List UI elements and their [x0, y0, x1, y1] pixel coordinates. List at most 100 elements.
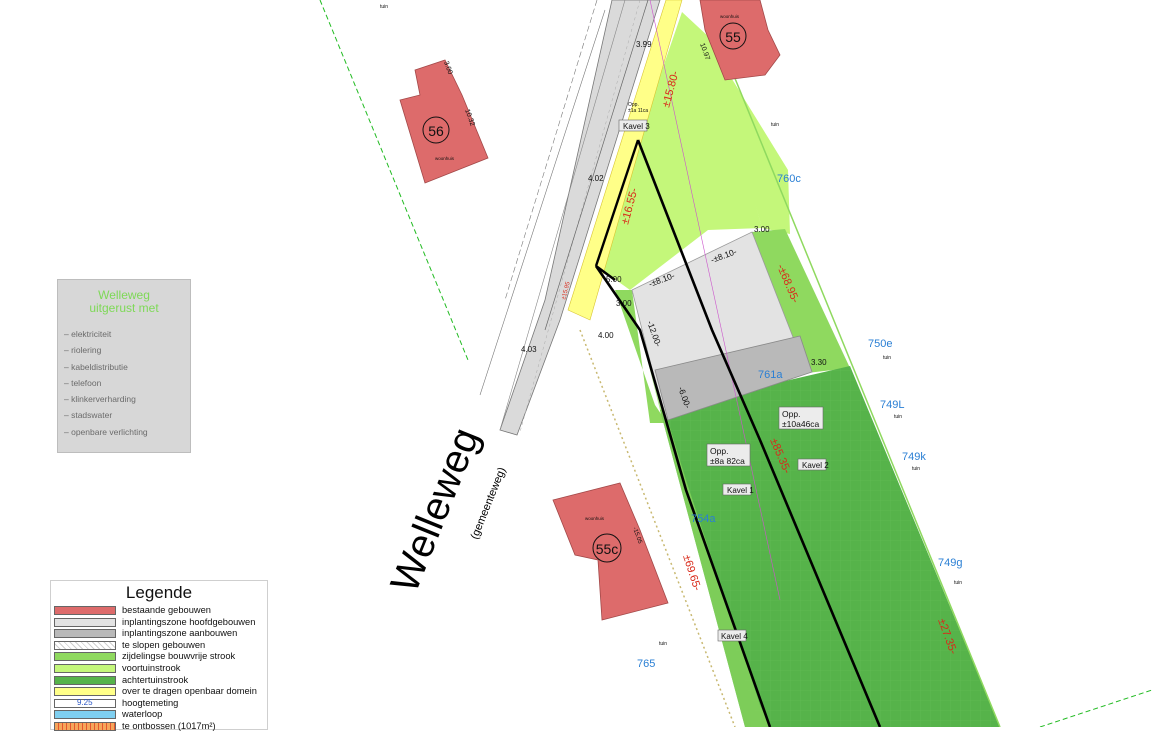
utility-item: – kabeldistributie — [64, 361, 128, 372]
utility-item: – riolering — [64, 345, 102, 356]
plot-boundary-left — [594, 264, 772, 727]
legend-swatch: 9.25 — [54, 697, 116, 708]
parcel-760c: 760c — [777, 173, 801, 185]
utility-item: – openbare verlichting — [64, 426, 148, 437]
kavel-1-label: Kavel 1 — [727, 486, 754, 495]
dimension-3-00-left: 3.00 — [616, 299, 632, 308]
utility-item: – klinkerverharding — [64, 394, 136, 405]
legend-swatch — [54, 721, 116, 731]
plot-boundary-middle — [636, 139, 882, 727]
building-type-label: woonhuis — [720, 14, 740, 19]
building-type-label: woonhuis — [435, 156, 455, 161]
legend-swatch — [54, 652, 116, 662]
legend-label: hoogtemeting — [122, 697, 179, 708]
garden-label: tuin — [894, 414, 902, 420]
area-label: Opp. — [628, 102, 639, 108]
dimension-4-02: 4.02 — [588, 174, 604, 183]
area-label: Opp. — [782, 409, 800, 419]
utilities-title: Welleweg uitgerust met — [58, 289, 190, 315]
house-number-circle — [719, 22, 747, 50]
utilities-title-line1: Welleweg — [98, 288, 150, 302]
legend-item: bestaande gebouwen — [51, 605, 267, 617]
legend-label: over te dragen openbaar domein — [122, 686, 257, 697]
legend-swatch — [54, 663, 116, 673]
legend-label: waterloop — [122, 709, 163, 720]
area-value: ±10a46ca — [782, 419, 820, 429]
parcel-749g: 749g — [938, 557, 962, 569]
utilities-list: – elektriciteit – riolering – kabeldistr… — [64, 329, 190, 443]
utility-item: – telefoon — [64, 377, 102, 388]
front-yard-right-zone — [708, 40, 790, 234]
dimension-15-05: -15.05 — [631, 527, 643, 546]
legend-item: achtertuinstrook — [51, 675, 267, 687]
area-label: Opp. — [710, 446, 728, 456]
parcel-761a: 761a — [758, 369, 783, 381]
side-strip-right — [752, 229, 850, 373]
legend-label: voortuinstrook — [122, 662, 181, 673]
dimension-4-03: 4.03 — [521, 345, 537, 354]
legend-item: over te dragen openbaar domein — [51, 686, 267, 698]
back-yard-grid — [660, 366, 1000, 727]
legend-swatch — [54, 640, 116, 650]
dimension-3-30: 3.30 — [811, 358, 827, 367]
area-value: ±1a 11ca — [628, 108, 648, 114]
house-number-55c: 55c — [596, 541, 619, 557]
legend-label: te ontbossen (1017m²) — [122, 720, 216, 731]
legend-label: te slopen gebouwen — [122, 639, 206, 650]
building-55 — [699, 0, 781, 81]
legend-item: te slopen gebouwen — [51, 640, 267, 652]
utilities-title-line2: uitgerust met — [89, 301, 159, 315]
house-number-circle — [592, 533, 622, 563]
garden-label: tuin — [883, 355, 891, 361]
building-55c — [552, 482, 669, 621]
dimension-3-00-top: 3.00 — [754, 225, 770, 234]
parcel-750e: 750e — [868, 338, 892, 350]
kavel-3-label: Kavel 3 — [623, 122, 650, 131]
garden-label: tuin — [380, 4, 388, 10]
building-type-label: woonhuis — [585, 516, 605, 521]
utility-item: – stadswater — [64, 410, 113, 421]
house-number-56: 56 — [428, 123, 444, 139]
parcel-765: 765 — [637, 658, 655, 670]
legend-swatch — [54, 675, 116, 685]
area-value: ±8a 82ca — [710, 456, 745, 466]
legend-item: inplantingszone hoofdgebouwen — [51, 617, 267, 629]
dimension-3-99: 3.99 — [636, 40, 652, 49]
legend-sample-value: 9.25 — [77, 697, 93, 707]
dimension-5-00: 5.00 — [606, 275, 622, 284]
public-domain-strip — [567, 0, 683, 321]
garden-label: tuin — [659, 641, 667, 647]
legend-label: bestaande gebouwen — [122, 605, 211, 615]
parcel-749L: 749L — [880, 399, 904, 411]
street-name: Welleweg — [383, 422, 488, 599]
legend-swatch — [54, 710, 116, 720]
house-number-circle — [422, 116, 450, 144]
legend-item: inplantingszone aanbouwen — [51, 628, 267, 640]
parcel-749k: 749k — [902, 451, 926, 463]
dimension-3-00-building: 3.00 — [442, 60, 453, 75]
legend-item: 9.25 hoogtemeting — [51, 698, 267, 710]
garden-label: tuin — [912, 466, 920, 472]
legend-swatch — [54, 687, 116, 697]
legend-title: Legende — [125, 583, 193, 602]
street-utilities-box: Welleweg uitgerust met – elektriciteit –… — [57, 279, 191, 453]
plot-labels: Kavel 3 Kavel 1 Kavel 2 Kavel 4 Opp. ±8a… — [618, 102, 829, 642]
legend-item: waterloop — [51, 709, 267, 721]
building-56 — [399, 59, 489, 184]
legend-label: achtertuinstrook — [122, 674, 189, 685]
side-strip-left — [615, 290, 667, 423]
kavel-2-label: Kavel 2 — [802, 461, 829, 470]
street-type: (gemeenteweg) — [469, 466, 509, 541]
legend-label: inplantingszone hoofdgebouwen — [122, 616, 256, 627]
house-number-55: 55 — [725, 29, 741, 45]
legend-item: voortuinstrook — [51, 663, 267, 675]
garden-label: tuin — [954, 580, 962, 586]
legend-label: inplantingszone aanbouwen — [122, 628, 238, 639]
dimension-15-95: ±15.95 — [561, 281, 572, 301]
parcel-754a: 754a — [691, 513, 716, 525]
utility-item: – elektriciteit — [64, 329, 112, 339]
dimension-4-00: 4.00 — [598, 331, 614, 340]
